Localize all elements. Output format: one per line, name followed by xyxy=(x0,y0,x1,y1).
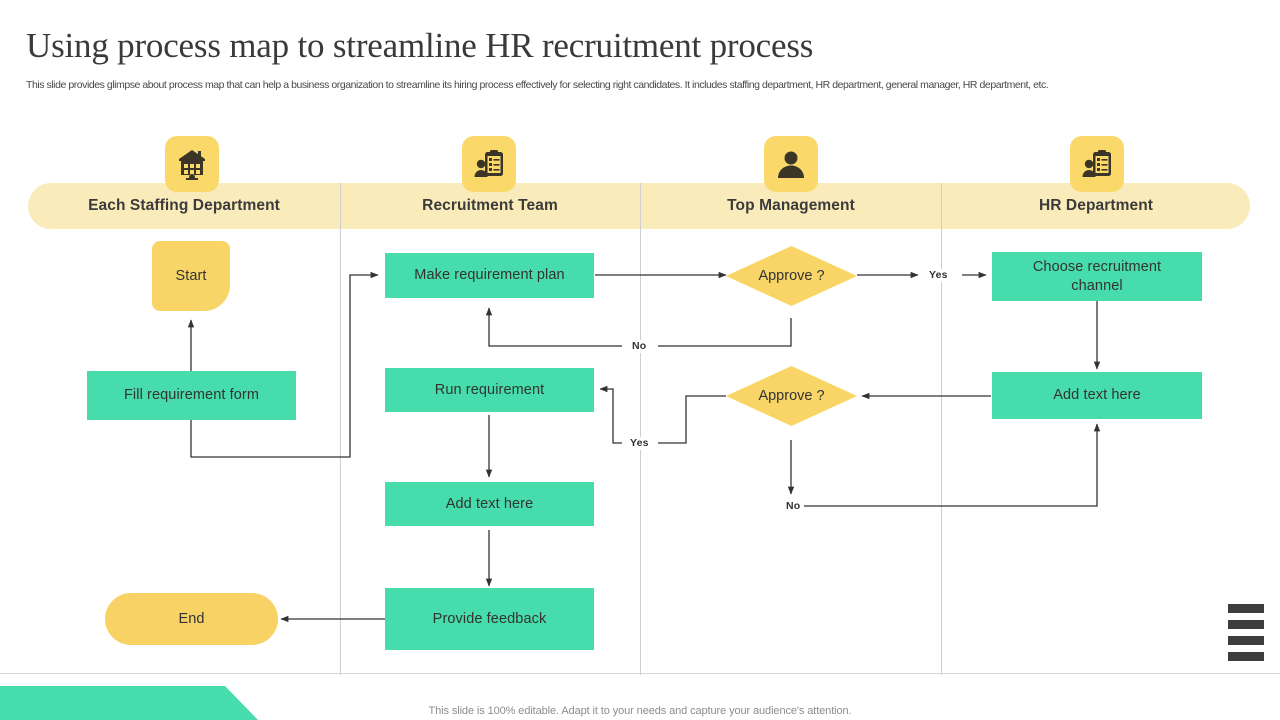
node-choose-recruitment-channel-label: Choose recruitment channel xyxy=(1032,258,1162,294)
lane-label-hr: HR Department xyxy=(1038,197,1154,214)
lane-divider-2 xyxy=(640,183,641,675)
node-run-requirement-label: Run requirement xyxy=(434,381,545,398)
node-approve-2-label: Approve ? xyxy=(758,388,825,404)
node-fill-requirement-form[interactable]: Fill requirement form xyxy=(87,371,296,420)
edge-label-no-mid: No xyxy=(782,500,805,513)
corner-decoration xyxy=(0,686,258,720)
edge-approve2-yes-a xyxy=(658,395,726,444)
node-end[interactable]: End xyxy=(105,593,278,645)
lane-label-recruitment: Recruitment Team xyxy=(422,197,558,214)
page-title: Using process map to streamline HR recru… xyxy=(26,26,814,65)
node-start[interactable]: Start xyxy=(152,241,230,311)
node-approve-1-label: Approve ? xyxy=(758,268,825,284)
edge-label-yes-top: Yes xyxy=(925,269,952,282)
node-add-text-here-hr[interactable]: Add text here xyxy=(992,372,1202,419)
menu-bars-decoration xyxy=(1228,604,1264,668)
node-provide-feedback-label: Provide feedback xyxy=(432,610,547,627)
node-end-label: End xyxy=(178,610,205,627)
bar-3 xyxy=(1228,636,1264,645)
node-make-requirement-plan-label: Make requirement plan xyxy=(414,267,565,283)
clipboard-person-icon xyxy=(1070,136,1124,192)
swimlane-banner xyxy=(28,183,1250,229)
node-add-text-here-recruitment[interactable]: Add text here xyxy=(385,482,594,526)
edge-approve1-no-b xyxy=(485,307,622,347)
footer-note: This slide is 100% editable. Adapt it to… xyxy=(428,705,852,717)
building-icon xyxy=(165,136,219,192)
clipboard-person-icon xyxy=(462,136,516,192)
lane-divider-1 xyxy=(340,183,341,675)
page-subtitle: This slide provides glimpse about proces… xyxy=(26,79,1049,91)
edge-approve2-no-b xyxy=(791,423,1101,507)
edge-label-no-top: No xyxy=(628,340,651,353)
edge-label-yes-mid: Yes xyxy=(626,437,653,450)
bar-2 xyxy=(1228,620,1264,629)
node-approve-1[interactable]: Approve ? xyxy=(726,246,857,306)
lane-label-staffing: Each Staffing Department xyxy=(88,197,280,214)
lane-label-top-management: Top Management xyxy=(727,197,855,214)
node-fill-requirement-form-label: Fill requirement form xyxy=(123,387,260,403)
user-icon xyxy=(764,136,818,192)
node-provide-feedback[interactable]: Provide feedback xyxy=(385,588,594,650)
node-choose-recruitment-channel[interactable]: Choose recruitment channel xyxy=(992,252,1202,301)
node-start-label: Start xyxy=(175,267,207,284)
node-approve-2[interactable]: Approve ? xyxy=(726,366,857,426)
bar-1 xyxy=(1228,604,1264,613)
edge-approve1-no-a xyxy=(658,318,792,347)
lane-divider-3 xyxy=(941,183,942,675)
edge-approve2-yes-b xyxy=(599,385,622,444)
node-add-text-here-recruitment-label: Add text here xyxy=(445,495,534,512)
bar-4 xyxy=(1228,652,1264,661)
bottom-divider xyxy=(0,673,1280,674)
node-make-requirement-plan[interactable]: Make requirement plan xyxy=(385,253,594,298)
node-run-requirement[interactable]: Run requirement xyxy=(385,368,594,412)
node-add-text-here-hr-label: Add text here xyxy=(1053,387,1141,403)
